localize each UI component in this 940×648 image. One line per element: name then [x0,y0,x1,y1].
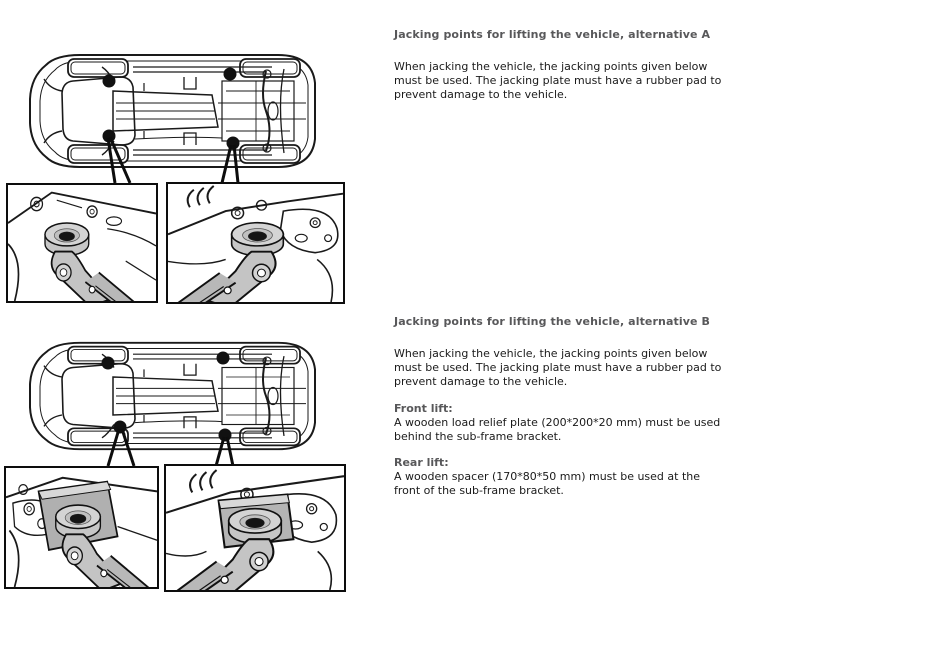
rubber-pad [54,504,102,540]
jacking-point-dot-rear-top [216,351,230,365]
rear-lift-text: A wooden spacer (170*80*50 mm) must be u… [394,470,701,497]
jack-lift-arm [166,539,273,590]
jacking-point-dot-front-top [101,356,115,370]
section-alternative-a: Jacking points for lifting the vehicle, … [394,28,794,102]
section-alternative-b: Jacking points for lifting the vehicle, … [394,315,794,498]
rubber-pad [44,222,90,257]
rubber-pad [230,221,285,257]
front-lift-text: A wooden load relief plate (200*200*20 m… [394,416,721,443]
detail-image-front-jacking-point-a [6,183,158,303]
jacking-point-dot-front-bottom [113,420,127,434]
detail-image-rear-lift-wooden-spacer [164,464,346,592]
wooden-spacer-top-edge [217,493,291,510]
jacking-point-dot-front-top [102,74,116,88]
section-a-body: When jacking the vehicle, the jacking po… [394,60,722,101]
detail-image-front-lift-wooden-plate [4,466,159,589]
rear-lift-block: Rear lift: A wooden spacer (170*80*50 mm… [394,456,794,498]
callout-line-rear [214,436,235,466]
callout-line-front [106,428,136,466]
jacking-point-dot-rear-top [223,67,237,81]
section-b-body: When jacking the vehicle, the jacking po… [394,347,722,388]
front-lift-block: Front lift: A wooden load relief plate (… [394,402,794,444]
wooden-plate-top-edge [37,481,112,500]
jack-lift-arm [50,250,146,301]
detail-image-rear-jacking-point-a [166,182,345,304]
jacking-point-dots [101,351,232,442]
callout-line-front [106,136,132,183]
front-lift-label: Front lift: [394,402,453,415]
rubber-pad [227,507,283,545]
car-underside-diagram-alternative-a [29,54,316,183]
jack-lift-arm [168,252,276,302]
car-underside-art [29,341,316,451]
section-a-heading: Jacking points for lifting the vehicle, … [394,28,711,41]
car-underside-diagram-alternative-b [29,341,316,466]
section-b-heading: Jacking points for lifting the vehicle, … [394,315,710,328]
callout-line-rear [220,144,240,183]
callout-lines [106,428,235,466]
jacking-point-dot-rear-bottom [218,428,232,442]
callout-lines [106,136,240,183]
jack-lift-arm [61,533,157,587]
car-underside-art [29,54,316,168]
rear-lift-label: Rear lift: [394,456,449,469]
